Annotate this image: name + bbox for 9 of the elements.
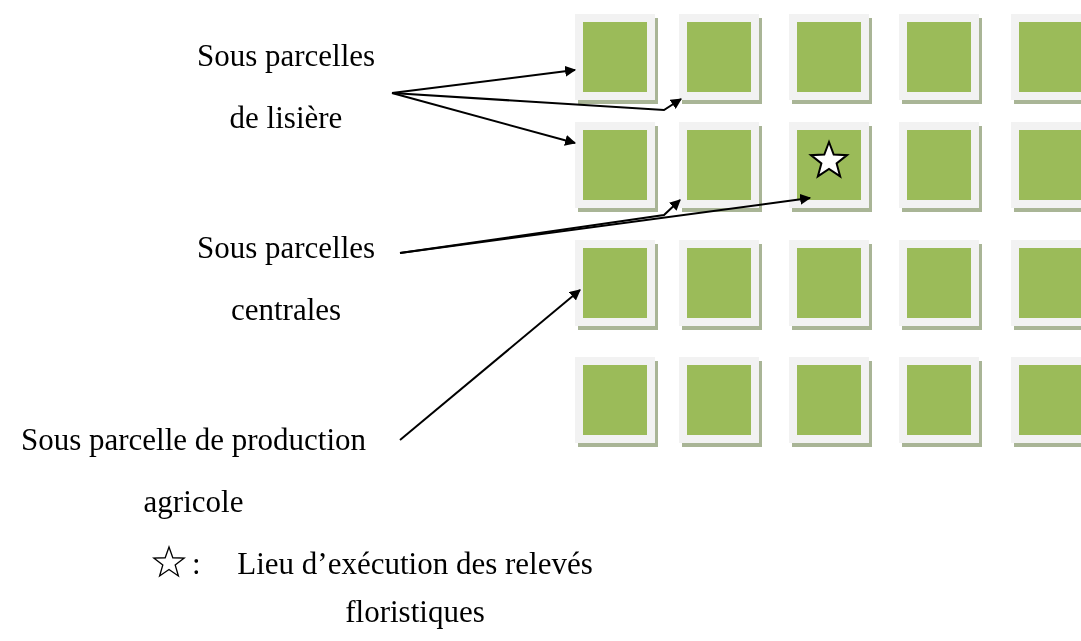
arrow: [399, 289, 581, 441]
legend-text: Lieu d’exécution des relevés floristiques: [236, 545, 594, 631]
arrow: [391, 92, 682, 111]
plot-label: Sous parcelles centrales: [195, 229, 377, 329]
arrow: [399, 193, 812, 254]
plot-label: Sous parcelles de lisière: [195, 37, 377, 137]
legend-separator: :: [192, 547, 201, 581]
arrow: [391, 92, 577, 146]
plot-label: Sous parcelle de production agricole: [19, 421, 368, 521]
